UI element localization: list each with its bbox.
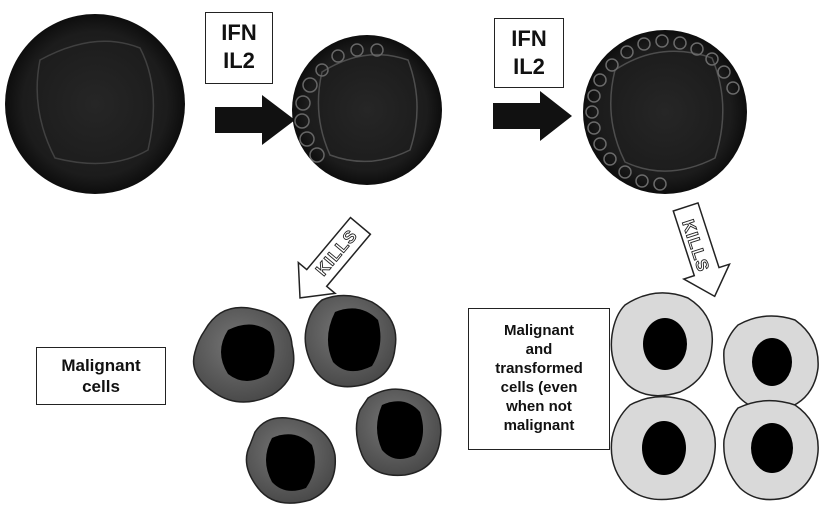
cytokine-box-2: IFN IL2 <box>494 18 564 88</box>
lymphocyte-resting <box>5 14 185 194</box>
cytokine-box-2-line1: IFN <box>495 25 563 53</box>
transformed-cell-2 <box>724 316 818 410</box>
malignant-cell-4 <box>356 389 440 475</box>
transformed-cells-label-line5: when not <box>469 397 609 416</box>
transformed-cells-label-line2: and <box>469 340 609 359</box>
transformed-cells-label-line4: cells (even <box>469 378 609 397</box>
cytokine-box-2-line2: IL2 <box>495 53 563 81</box>
malignant-cell-1 <box>194 308 294 403</box>
activation-arrow-1 <box>215 95 295 145</box>
transformed-cells-label-line3: transformed <box>469 359 609 378</box>
transformed-cells-label-line1: Malignant <box>469 321 609 340</box>
transformed-cells-label: Malignant and transformed cells (even wh… <box>468 308 610 450</box>
malignant-cells-label-line1: Malignant <box>37 355 165 376</box>
cytokine-box-1-line1: IFN <box>206 19 272 47</box>
transformed-cells-label-line6: malignant <box>469 416 609 435</box>
activation-arrow-2 <box>493 91 572 141</box>
malignant-cells-label: Malignant cells <box>36 347 166 405</box>
transformed-cell-3 <box>611 397 715 500</box>
cytokine-box-1: IFN IL2 <box>205 12 273 84</box>
malignant-cells-label-line2: cells <box>37 376 165 397</box>
lymphocyte-activated-2 <box>583 30 747 194</box>
lymphocyte-activated-1 <box>292 35 442 185</box>
transformed-cell-1 <box>611 293 712 396</box>
cytokine-box-1-line2: IL2 <box>206 47 272 75</box>
transformed-cell-4 <box>724 401 818 500</box>
malignant-cell-3 <box>246 418 335 503</box>
malignant-cell-2 <box>305 295 396 386</box>
